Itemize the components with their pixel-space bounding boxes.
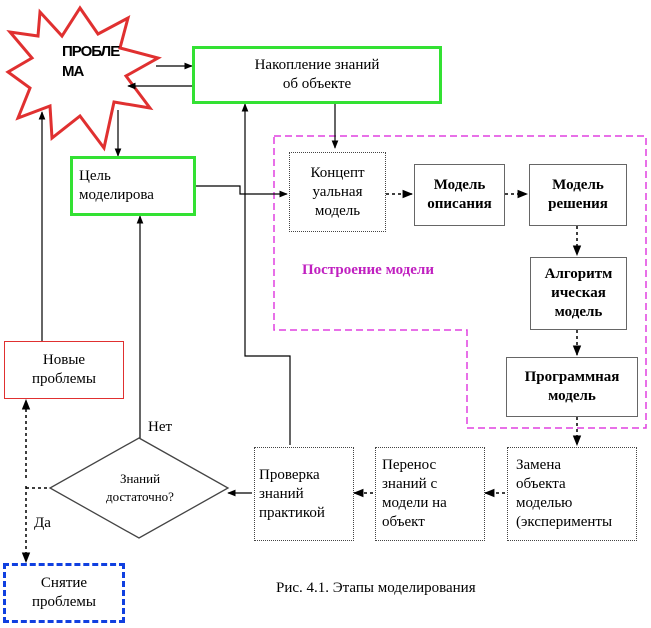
problem-label: ПРОБЛЕ МА [62, 43, 120, 80]
region-label: Построение модели [302, 262, 434, 278]
yes-label: Да [34, 515, 51, 531]
model-building-region [273, 135, 647, 429]
decision-label: Знаний достаточно? [106, 471, 174, 504]
transfer-box: Перенос знаний с модели на объект [375, 447, 485, 541]
new-problems-box: Новые проблемы [4, 341, 124, 399]
problem-starburst [5, 5, 162, 152]
decision-diamond [48, 437, 230, 539]
arrow-check-to-knowledge [241, 103, 291, 445]
replace-box: Замена объекта моделью (эксперименты [507, 447, 637, 541]
knowledge-box: Накопление знаний об объекте [192, 46, 442, 104]
no-label: Нет [148, 419, 173, 435]
algorithmic-box: Алгоритм ическая модель [530, 257, 627, 330]
arrow-goal-to-concept [196, 185, 288, 198]
description-box: Модель описания [414, 164, 505, 226]
solution-box: Модель решения [529, 164, 627, 226]
goal-box: Цель моделирова [70, 156, 196, 216]
figure-caption: Рис. 4.1. Этапы моделирования [276, 580, 476, 596]
concept-box: Концепт уальная модель [289, 152, 386, 232]
check-box: Проверка знаний практикой [254, 447, 354, 541]
removal-box: Снятие проблемы [3, 563, 125, 623]
program-box: Программная модель [506, 357, 638, 417]
